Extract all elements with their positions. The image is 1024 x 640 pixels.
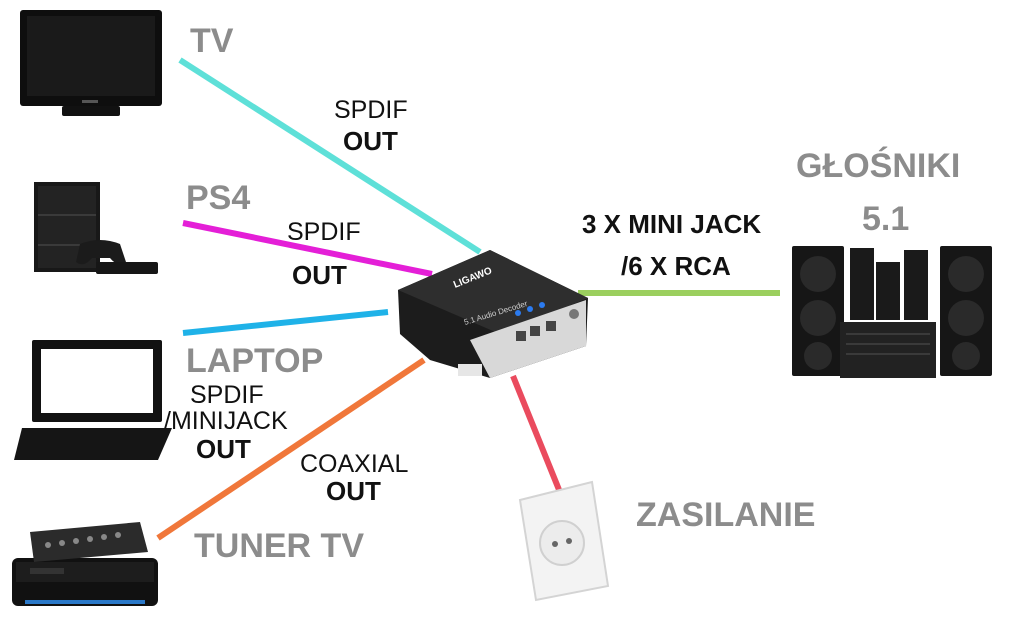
- tuner-conn-line1: COAXIAL: [300, 450, 408, 478]
- power-outlet-icon: [518, 480, 610, 602]
- ps4-cable: [182, 220, 433, 277]
- label-tuner: TUNER TV: [194, 527, 364, 565]
- laptop-conn-line1: SPDIF: [190, 381, 264, 409]
- label-power: ZASILANIE: [636, 496, 815, 534]
- label-speakers-line1: GŁOŚNIKI: [796, 147, 960, 185]
- connection-lines: [156, 57, 780, 541]
- speakers-conn-line2: /6 X RCA: [621, 251, 731, 281]
- label-ps4: PS4: [186, 179, 250, 217]
- tuner-cable: [156, 357, 426, 541]
- laptop-icon: [14, 340, 172, 460]
- ps4-conn-line1: SPDIF: [287, 218, 361, 246]
- ps4-conn-line2: OUT: [292, 260, 347, 290]
- remote-control-icon: [30, 522, 148, 562]
- speakers-conn-line1: 3 X MINI JACK: [582, 209, 761, 239]
- label-speakers-line2: 5.1: [862, 200, 909, 238]
- label-tv: TV: [190, 22, 234, 60]
- laptop-conn-line3: OUT: [196, 434, 251, 464]
- ps4-controller-icon: [76, 240, 158, 274]
- tv-icon: [20, 10, 162, 116]
- tv-conn-line1: SPDIF: [334, 96, 408, 124]
- tv-conn-line2: OUT: [343, 126, 398, 156]
- label-laptop: LAPTOP: [186, 342, 323, 380]
- laptop-conn-line2: /MINIJACK: [164, 407, 288, 435]
- tuner-conn-line2: OUT: [326, 476, 381, 506]
- tuner-box-icon: [12, 558, 158, 606]
- laptop-cable: [182, 309, 389, 336]
- audio-decoder-icon: LIGAWO 5.1 Audio Decoder: [398, 250, 588, 378]
- tv-cable: [178, 57, 482, 255]
- speakers-icon: [792, 246, 992, 378]
